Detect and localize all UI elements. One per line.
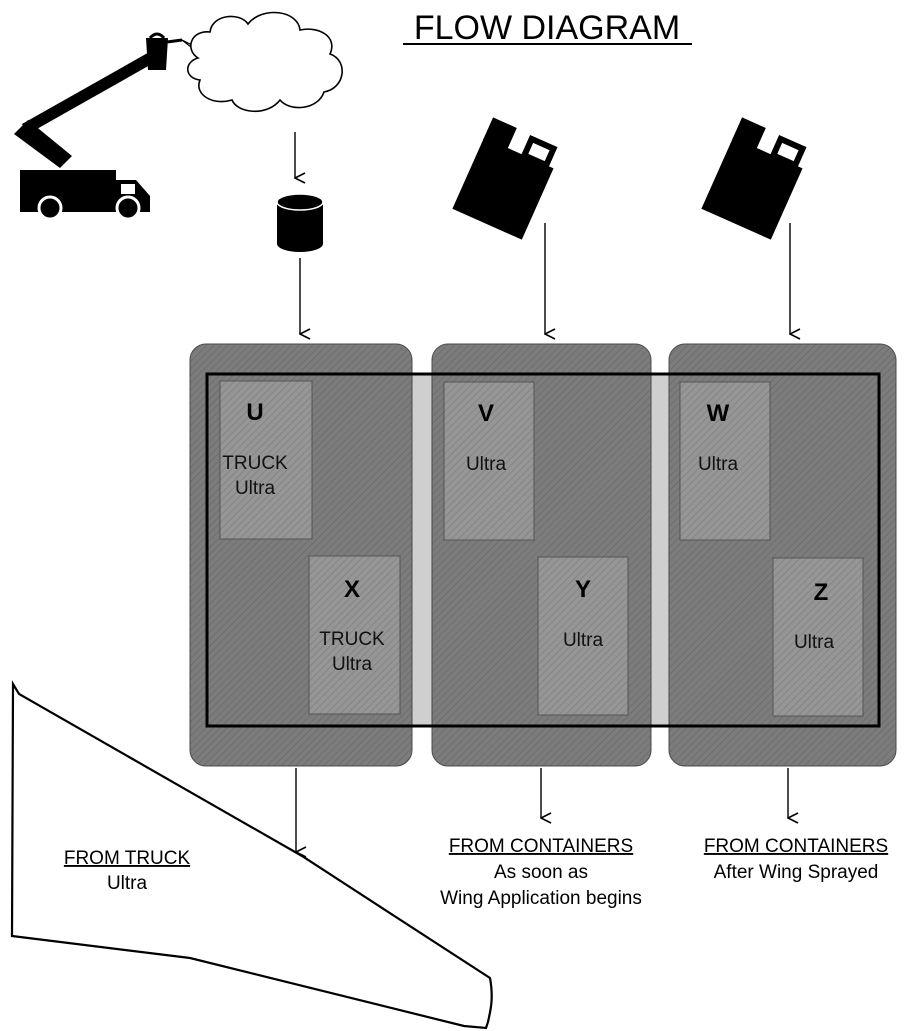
zone-u <box>219 380 313 540</box>
zone-w-line1: Ultra <box>698 454 739 475</box>
panel-gap <box>650 374 670 726</box>
zone-z-line1: Ultra <box>794 632 835 653</box>
caption-containers-now-line1: As soon as <box>494 862 588 883</box>
zone-u-line2: Ultra <box>235 478 276 499</box>
spray-cloud-icon <box>181 11 343 112</box>
zone-x-letter: X <box>344 576 360 603</box>
zone-v-line1: Ultra <box>466 454 507 475</box>
caption-containers-after-heading: FROM CONTAINERS <box>704 836 888 857</box>
caption-containers-after-line1: After Wing Sprayed <box>714 862 879 883</box>
drum-container-icon <box>276 193 324 252</box>
boom-truck-icon <box>14 32 183 221</box>
zone-y-letter: Y <box>575 576 591 603</box>
zone-x-line2: Ultra <box>332 654 373 675</box>
zone-y-line1: Ultra <box>563 630 604 651</box>
panel-gap <box>411 374 433 726</box>
fluid-container-icon <box>452 117 558 240</box>
zone-x <box>308 555 401 715</box>
caption-truck-line1: Ultra <box>107 873 148 894</box>
zone-v <box>443 381 535 541</box>
caption-truck-heading: FROM TRUCK <box>64 848 191 869</box>
zone-u-letter: U <box>246 399 263 426</box>
caption-containers-now-heading: FROM CONTAINERS <box>449 836 633 857</box>
diagram-title: FLOW DIAGRAM <box>414 9 680 47</box>
wing-outline-icon <box>10 680 493 1030</box>
zone-z-letter: Z <box>814 579 829 606</box>
zone-w-letter: W <box>707 400 730 427</box>
zone-z <box>772 557 864 717</box>
zone-u-line1: TRUCK <box>222 453 288 474</box>
zone-x-line1: TRUCK <box>319 629 385 650</box>
zone-y <box>537 556 629 716</box>
zone-v-letter: V <box>478 400 494 427</box>
caption-containers-now-line2: Wing Application begins <box>440 888 642 909</box>
zone-w <box>679 381 771 541</box>
wing-surface-outline <box>205 372 881 728</box>
fluid-container-icon <box>701 117 807 240</box>
